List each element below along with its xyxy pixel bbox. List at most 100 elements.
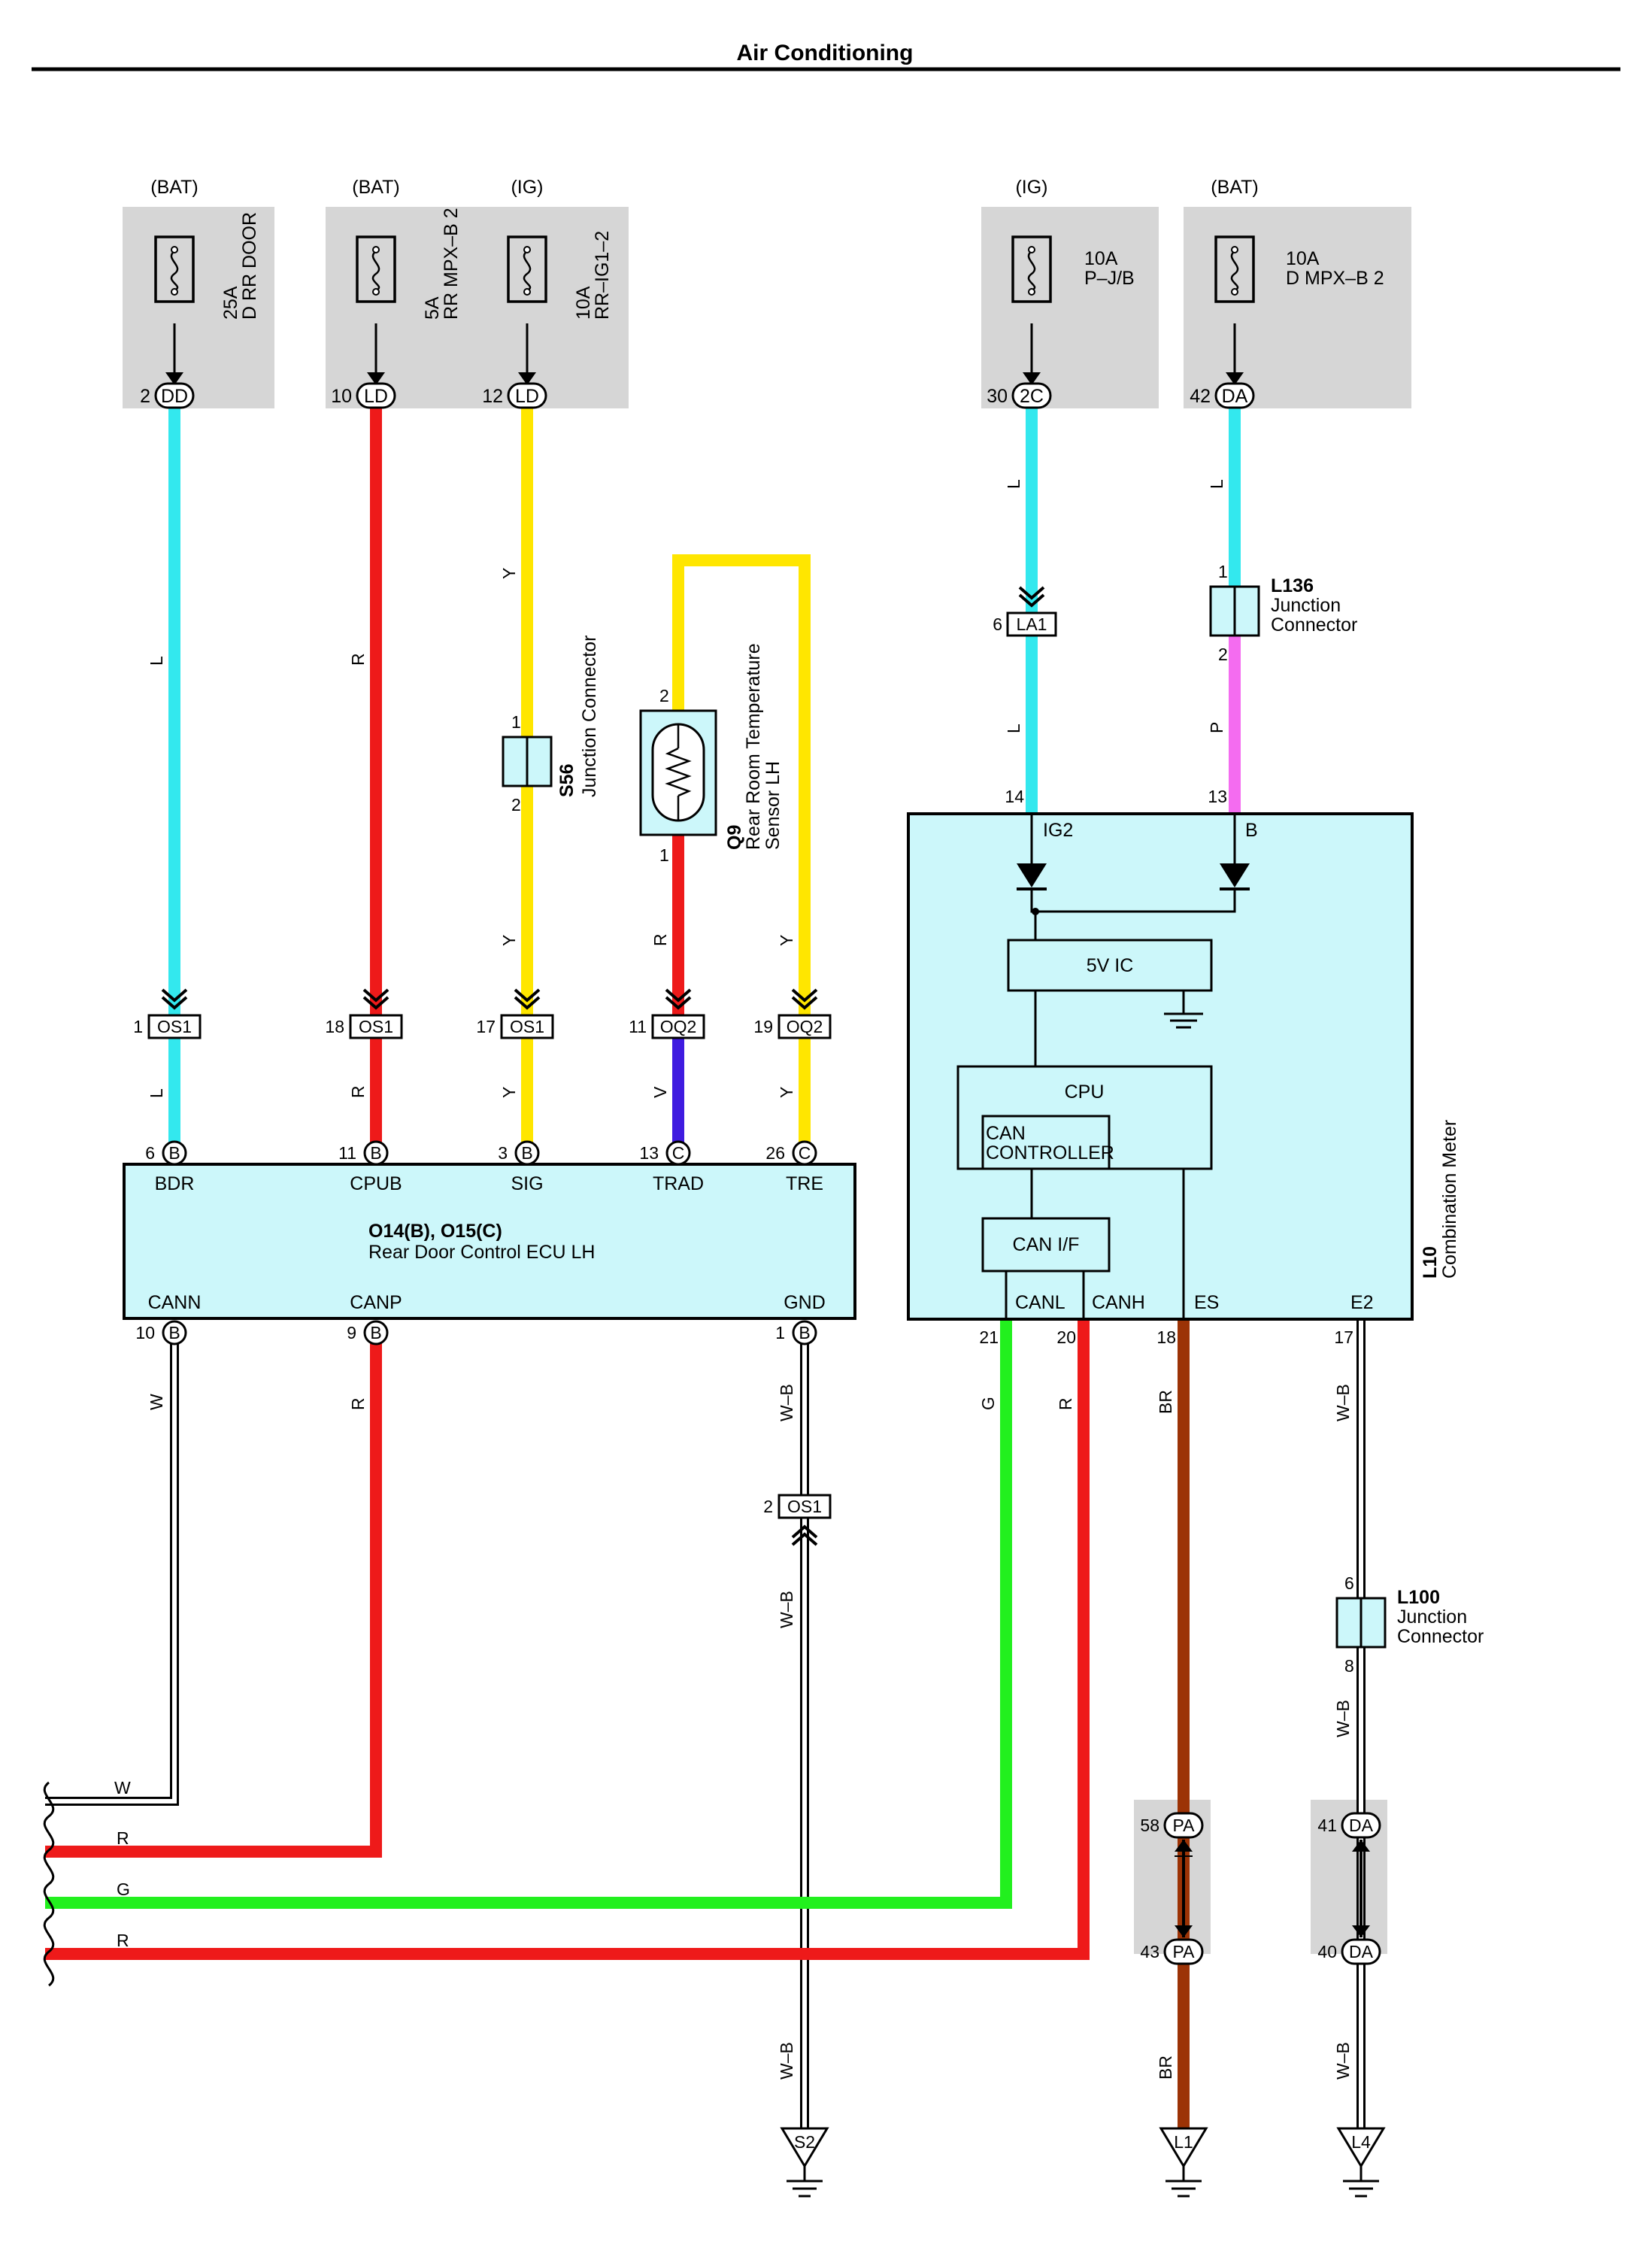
svg-text:Y: Y bbox=[777, 935, 796, 946]
inline-connector-oq2-19: OQ2 19 bbox=[753, 988, 832, 1039]
svg-text:W–B: W–B bbox=[1333, 1384, 1353, 1421]
svg-text:10: 10 bbox=[331, 386, 352, 407]
svg-text:W: W bbox=[114, 1778, 131, 1798]
svg-text:OQ2: OQ2 bbox=[660, 1017, 697, 1036]
svg-text:43: 43 bbox=[1140, 1942, 1159, 1961]
svg-text:W–B: W–B bbox=[1333, 1700, 1353, 1737]
svg-text:R: R bbox=[650, 933, 670, 946]
svg-text:41: 41 bbox=[1317, 1816, 1337, 1835]
junction-l136-name2: Connector bbox=[1271, 614, 1357, 636]
ecu-rear-door-lh: O14(B), O15(C) Rear Door Control ECU LH … bbox=[123, 1163, 856, 1320]
svg-text:2: 2 bbox=[511, 795, 521, 815]
svg-text:Y: Y bbox=[499, 568, 519, 579]
svg-text:OS1: OS1 bbox=[787, 1497, 822, 1516]
svg-text:13: 13 bbox=[639, 1143, 659, 1163]
svg-text:DA: DA bbox=[1349, 1942, 1374, 1961]
svg-text:R: R bbox=[1056, 1397, 1075, 1410]
svg-text:CANL: CANL bbox=[1015, 1292, 1065, 1313]
fuse-name-da: D MPX–B 2 bbox=[1286, 268, 1384, 289]
junction-l136-name1: Junction bbox=[1271, 595, 1341, 616]
svg-text:12: 12 bbox=[482, 386, 503, 407]
svg-text:2: 2 bbox=[763, 1497, 773, 1516]
ecu-name: Rear Door Control ECU LH bbox=[368, 1242, 596, 1263]
wire-cann-w-inner bbox=[45, 1331, 177, 1804]
svg-text:L: L bbox=[147, 656, 166, 666]
fuse-source-2c: (IG) bbox=[1015, 177, 1047, 198]
fuse-name-ld12: RR–IG1–2 bbox=[592, 231, 613, 320]
junction-l100-name2: Connector bbox=[1397, 1626, 1484, 1647]
svg-text:R: R bbox=[348, 653, 368, 666]
svg-text:8: 8 bbox=[1344, 1656, 1354, 1676]
ecu-code: O14(B), O15(C) bbox=[368, 1221, 502, 1242]
sensor-q9-name1: Rear Room Temperature bbox=[743, 643, 764, 850]
svg-text:W–B: W–B bbox=[777, 1591, 796, 1628]
inline-connector-os1-17: OS1 17 bbox=[476, 988, 554, 1039]
fuse-arrows bbox=[165, 323, 1244, 385]
junction-l100-name1: Junction bbox=[1397, 1606, 1467, 1628]
svg-text:11: 11 bbox=[629, 1017, 647, 1036]
svg-text:IG2: IG2 bbox=[1043, 820, 1073, 841]
page-title: Air Conditioning bbox=[737, 41, 914, 65]
fuse-box-da bbox=[1184, 207, 1411, 408]
svg-text:20: 20 bbox=[1056, 1327, 1076, 1347]
combination-meter-l10: 14 13 IG2 B 5V IC CPU CAN CONTROLLER CAN… bbox=[907, 787, 1460, 1347]
wire-labels: L R Y R Y Y L R Y V Y L L L P W R W–B W–… bbox=[114, 479, 1353, 2080]
junction-s56: 1 2 S56 Junction Connector bbox=[502, 636, 600, 815]
svg-text:Y: Y bbox=[499, 1087, 519, 1098]
svg-text:14: 14 bbox=[1005, 787, 1024, 806]
ecu-bottom-pins: B 10 B 9 B 1 bbox=[135, 1320, 817, 1345]
svg-text:W–B: W–B bbox=[1333, 2042, 1353, 2080]
meter-name: Combination Meter bbox=[1439, 1120, 1460, 1279]
svg-text:17: 17 bbox=[476, 1017, 496, 1036]
connector-da41: DA 41 bbox=[1317, 1812, 1381, 1839]
svg-text:B: B bbox=[1245, 820, 1258, 841]
svg-text:BR: BR bbox=[1156, 1390, 1175, 1414]
svg-text:1: 1 bbox=[659, 845, 669, 865]
fuse-source-ld10: (BAT) bbox=[352, 177, 399, 198]
svg-text:PA: PA bbox=[1173, 1816, 1196, 1835]
svg-text:Y: Y bbox=[777, 1087, 796, 1098]
svg-text:E2: E2 bbox=[1350, 1292, 1374, 1313]
svg-text:R: R bbox=[117, 1828, 129, 1848]
fuse-rating-ld10: 5A bbox=[422, 296, 443, 320]
svg-text:PA: PA bbox=[1173, 1942, 1196, 1961]
svg-text:B: B bbox=[168, 1323, 180, 1342]
svg-text:10: 10 bbox=[135, 1323, 155, 1342]
connector-da-link bbox=[1352, 1840, 1370, 1937]
sensor-q9-name2: Sensor LH bbox=[762, 761, 784, 850]
svg-text:OS1: OS1 bbox=[510, 1017, 544, 1036]
ecu-top-pins: B 6 B 11 B 3 C 13 C 26 bbox=[145, 1140, 817, 1166]
svg-text:CPUB: CPUB bbox=[350, 1173, 402, 1194]
svg-text:BDR: BDR bbox=[155, 1173, 195, 1194]
meter-can-controller-1: CAN bbox=[986, 1123, 1026, 1144]
svg-text:42: 42 bbox=[1190, 386, 1211, 407]
meter-code: L10 bbox=[1420, 1246, 1441, 1279]
wire-canl-g bbox=[45, 1321, 1012, 1909]
inline-connector-os1-2: OS1 2 bbox=[763, 1494, 832, 1546]
meter-5v-ic: 5V IC bbox=[1087, 955, 1134, 976]
svg-text:TRAD: TRAD bbox=[653, 1173, 704, 1194]
meter-cpu: CPU bbox=[1065, 1082, 1105, 1103]
svg-text:26: 26 bbox=[765, 1143, 785, 1163]
fuse-name-2c: P–J/B bbox=[1084, 268, 1135, 289]
connector-da40: DA 40 bbox=[1317, 1938, 1381, 1965]
svg-text:L: L bbox=[1004, 479, 1023, 489]
junction-l136: 1 2 L136 Junction Connector bbox=[1209, 562, 1357, 664]
wire-canp-r bbox=[45, 1331, 382, 1858]
svg-text:OS1: OS1 bbox=[157, 1017, 192, 1036]
fuse-connector-ld10: LD 10 bbox=[331, 382, 396, 409]
svg-text:18: 18 bbox=[1156, 1327, 1176, 1347]
svg-text:SIG: SIG bbox=[511, 1173, 543, 1194]
fuse-source-ld12: (IG) bbox=[511, 177, 543, 198]
svg-text:S2: S2 bbox=[794, 2132, 815, 2152]
inline-connector-la1: LA1 6 bbox=[993, 586, 1057, 637]
svg-text:C: C bbox=[799, 1143, 811, 1163]
svg-text:58: 58 bbox=[1140, 1816, 1159, 1835]
svg-text:19: 19 bbox=[753, 1017, 773, 1036]
svg-text:2: 2 bbox=[659, 686, 669, 705]
svg-text:V: V bbox=[650, 1086, 670, 1098]
fuse-connector-ld12: LD 12 bbox=[482, 382, 547, 409]
svg-text:R: R bbox=[117, 1931, 129, 1950]
fuse-rating-da: 10A bbox=[1286, 248, 1320, 269]
svg-text:TRE: TRE bbox=[786, 1173, 823, 1194]
